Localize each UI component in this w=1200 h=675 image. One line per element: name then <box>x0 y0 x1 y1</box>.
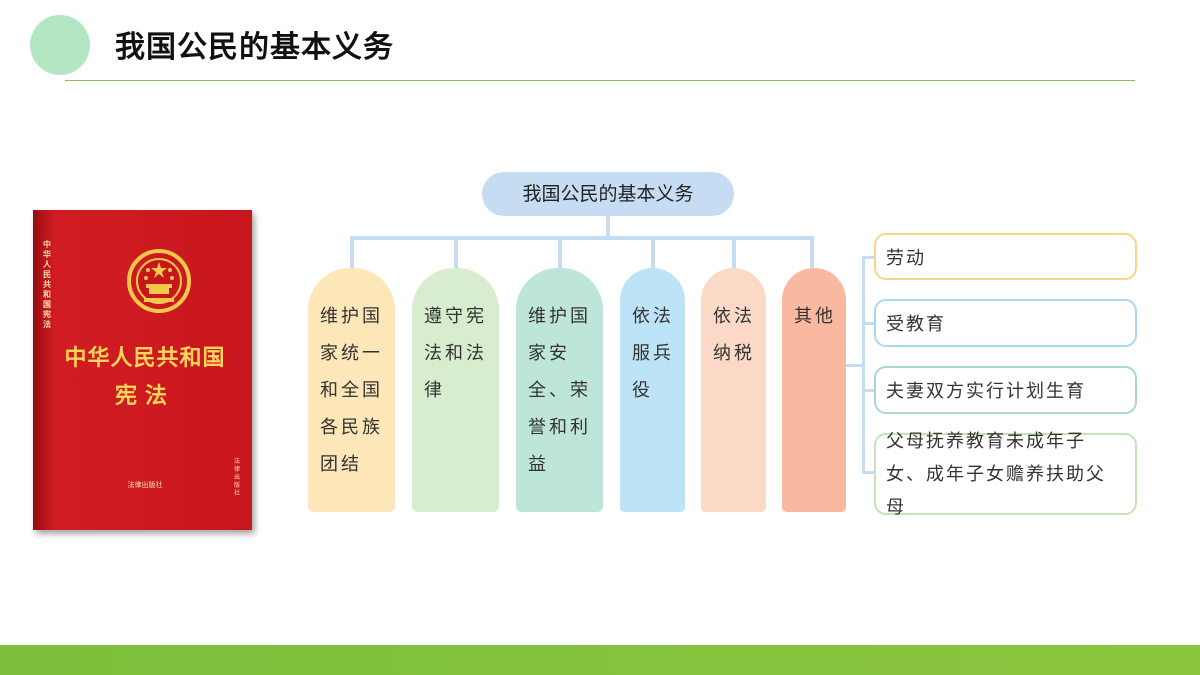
other-branch-4 <box>862 471 874 474</box>
other-duty-education: 受教育 <box>874 299 1137 347</box>
book-title-line2: 宪法 <box>114 384 175 409</box>
other-duty-family-planning: 夫妻双方实行计划生育 <box>874 366 1137 414</box>
branch-drop-3 <box>558 236 562 270</box>
branch-drop-2 <box>454 236 458 270</box>
branch-drop-6 <box>810 236 814 270</box>
duty-node-tax: 依法纳税 <box>701 268 766 512</box>
branch-drop-1 <box>350 236 354 270</box>
branch-drop-4 <box>651 236 655 270</box>
diagram-root-node: 我国公民的基本义务 <box>482 172 734 216</box>
national-emblem-icon <box>127 249 191 313</box>
duty-node-law: 遵守宪法和法律 <box>412 268 499 512</box>
duty-label: 维护国家安全、荣誉和利益 <box>528 306 591 475</box>
book-title-line1: 中华人民共和国 <box>64 346 226 371</box>
footer-bar <box>0 645 1200 675</box>
duty-label: 其他 <box>794 306 836 327</box>
other-duty-label: 父母抚养教育未成年子女、成年子女赡养扶助父母 <box>886 430 1106 518</box>
header-decor-circle <box>30 15 90 75</box>
duty-node-security: 维护国家安全、荣誉和利益 <box>516 268 603 512</box>
book-spine-text: 中华人民共和国宪法 <box>43 240 51 329</box>
other-branch-1 <box>862 256 874 259</box>
duty-label: 遵守宪法和法律 <box>424 306 487 401</box>
root-stem-connector <box>606 216 610 238</box>
other-duty-labor: 劳动 <box>874 233 1137 280</box>
branch-bar-connector <box>350 236 814 240</box>
other-stem-connector <box>846 364 864 367</box>
other-branch-3 <box>862 389 874 392</box>
other-duty-label: 夫妻双方实行计划生育 <box>886 381 1086 402</box>
duty-label: 依法服兵役 <box>632 306 674 401</box>
other-vertical-connector <box>862 256 865 474</box>
branch-drop-5 <box>732 236 736 270</box>
duty-label: 维护国家统一和全国各民族团结 <box>320 306 383 475</box>
duty-node-unity: 维护国家统一和全国各民族团结 <box>308 268 395 512</box>
page-title: 我国公民的基本义务 <box>115 30 394 65</box>
book-side-text: 法律出版社 <box>234 458 241 497</box>
book-publisher: 法律出版社 <box>127 481 163 489</box>
duty-label: 依法纳税 <box>713 306 755 364</box>
duty-node-military: 依法服兵役 <box>620 268 685 512</box>
duty-node-other: 其他 <box>782 268 846 512</box>
other-duty-family-support: 父母抚养教育未成年子女、成年子女赡养扶助父母 <box>874 431 1137 518</box>
other-duty-label: 受教育 <box>886 314 946 335</box>
other-branch-2 <box>862 322 874 325</box>
header-divider <box>65 80 1135 81</box>
constitution-book-image: 中华人民共和国宪法 中华人民共和国 宪法 法律出版社 法律出版社 <box>33 210 252 530</box>
other-duty-label: 劳动 <box>886 247 926 269</box>
